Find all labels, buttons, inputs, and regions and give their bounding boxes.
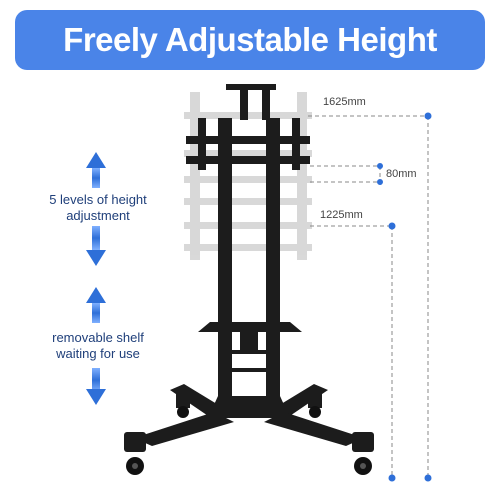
banner-title: Freely Adjustable Height [63, 21, 437, 58]
dimension-guides [308, 115, 429, 478]
right-pole [266, 118, 280, 418]
caption-line: waiting for use [56, 346, 140, 361]
step-height-label: 80mm [386, 168, 417, 180]
min-height-label: 1225mm [320, 209, 363, 221]
shelf-arrow-icon [86, 287, 106, 405]
camera-shelf [226, 84, 276, 90]
shelf-caption: removable shelf waiting for use [18, 330, 178, 362]
height-levels-caption: 5 levels of height adjustment [18, 192, 178, 224]
caption-line: adjustment [66, 208, 130, 223]
title-banner: Freely Adjustable Height [15, 10, 485, 70]
left-pole [218, 118, 232, 418]
caption-line: removable shelf [52, 330, 144, 345]
stand-frame [124, 84, 374, 452]
mount-rail-bottom [186, 156, 310, 164]
height-arrow-icon [86, 152, 106, 266]
dimension-dots [377, 112, 432, 482]
max-height-label: 1625mm [323, 96, 366, 108]
caster-wheels [126, 406, 372, 475]
base-leg-front-left [134, 412, 234, 446]
caption-line: 5 levels of height [49, 192, 147, 207]
removable-shelf [198, 322, 302, 332]
base-leg-front-right [264, 412, 364, 446]
mount-rail-top [186, 136, 310, 144]
